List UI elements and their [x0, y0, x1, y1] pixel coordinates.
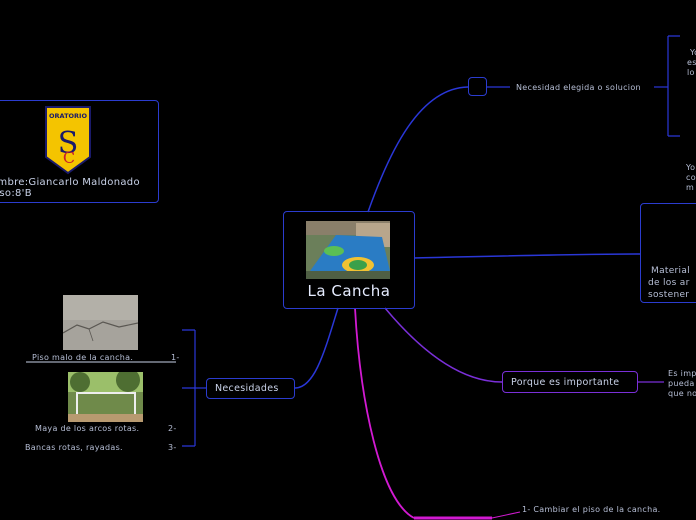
importante-snippet-1: Es imp: [668, 369, 696, 378]
svg-text:S: S: [58, 126, 79, 161]
necesidad-item-1-number: 1-: [171, 353, 180, 362]
solucion-item-1[interactable]: 1- Cambiar el piso de la cancha.: [522, 505, 661, 514]
empty-node[interactable]: [468, 77, 487, 96]
court-photo: [306, 221, 390, 279]
author-node[interactable]: ORATORIO S C ombre:Giancarlo Maldonado r…: [0, 100, 159, 203]
logo-text: ORATORIO: [49, 112, 87, 120]
materiales-above-3: m: [686, 183, 695, 192]
author-name: ombre:Giancarlo Maldonado: [0, 177, 140, 188]
importante-label: Porque es importante: [511, 377, 620, 388]
necesidad-label[interactable]: Necesidad elegida o solucion: [516, 83, 641, 92]
materiales-node[interactable]: Material de los ar sostener: [640, 203, 696, 303]
central-title: La Cancha: [307, 282, 391, 300]
necesidades-node[interactable]: Necesidades: [206, 378, 295, 399]
necesidades-label: Necesidades: [215, 383, 279, 394]
importante-snippet-2: pueda: [668, 379, 695, 388]
goal-net-photo: [68, 372, 143, 422]
materiales-line-3: sostener: [648, 290, 690, 300]
materiales-above-2: co: [686, 173, 696, 182]
necesidad-item-1[interactable]: Piso malo de la cancha.: [32, 353, 134, 362]
importante-snippet-3: que no: [668, 389, 696, 398]
necesidad-item-3[interactable]: Bancas rotas, rayadas.: [25, 443, 123, 452]
necesidad-snippet-1: Yo: [690, 48, 696, 57]
necesidad-item-2[interactable]: Maya de los arcos rotas.: [35, 424, 140, 433]
oratorio-logo: ORATORIO S C: [45, 106, 91, 175]
necesidad-item-3-number: 3-: [168, 443, 177, 452]
materiales-line-2: de los ar: [648, 278, 690, 288]
central-topic[interactable]: La Cancha: [283, 211, 415, 309]
importante-node[interactable]: Porque es importante: [502, 371, 638, 393]
cracked-floor-photo: [63, 295, 138, 350]
necesidad-snippet-2: es: [687, 58, 696, 67]
svg-text:C: C: [63, 148, 75, 167]
necesidad-item-2-number: 2-: [168, 424, 177, 433]
materiales-above-1: Yo: [686, 163, 696, 172]
materiales-line-1: Material: [651, 266, 690, 276]
necesidad-snippet-3: lo: [687, 68, 695, 77]
author-course: rso:8'B: [0, 188, 32, 199]
